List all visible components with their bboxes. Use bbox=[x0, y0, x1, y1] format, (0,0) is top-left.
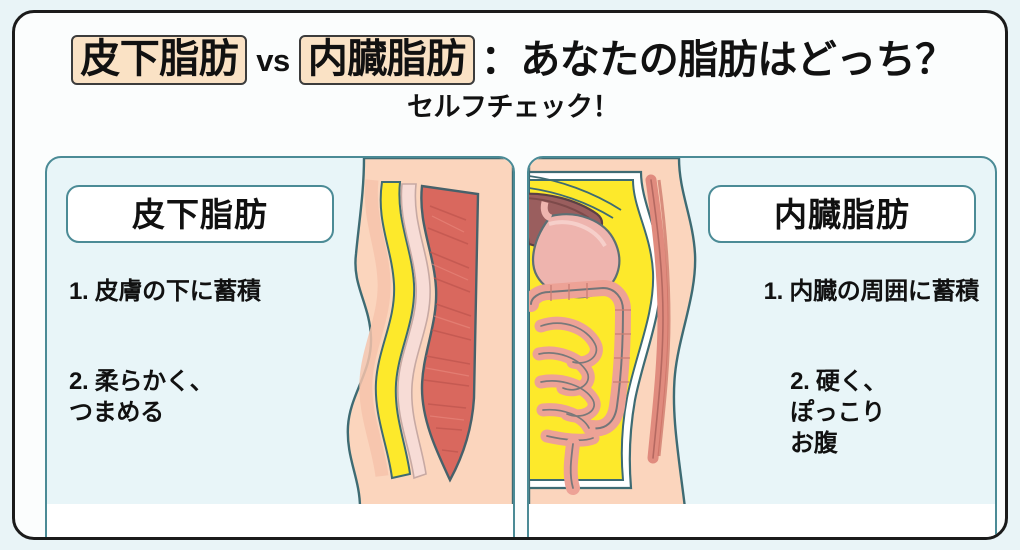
panel-header-label: 皮下脂肪 bbox=[132, 195, 268, 233]
skin-fat-muscle-svg bbox=[346, 158, 513, 508]
panel-subcutaneous: 皮下脂肪 1. 皮膚の下に蓄積 2. 柔らかく、 つまめる bbox=[45, 156, 515, 537]
title-highlight-subcutaneous: 皮下脂肪 bbox=[71, 35, 248, 85]
abdomen-organs-svg bbox=[529, 158, 697, 508]
bullet-subcutaneous-1: 1. 皮膚の下に蓄積 bbox=[69, 278, 261, 305]
panel-header-label: 内臓脂肪 bbox=[774, 195, 910, 233]
title-question: ：あなたの脂肪はどっち？ bbox=[480, 38, 956, 82]
panel-header-subcutaneous: 皮下脂肪 bbox=[66, 185, 334, 243]
illustration-visceral-cross-section bbox=[529, 158, 707, 508]
illustration-subcutaneous-cross-section bbox=[338, 158, 513, 508]
bullet-visceral-1: 1. 内臓の周囲に蓄積 bbox=[763, 278, 980, 305]
title-highlight-visceral: 内臓脂肪 bbox=[298, 35, 475, 85]
panel-bottom-strip bbox=[47, 504, 513, 537]
bullet-subcutaneous-2: 2. 柔らかく、 つまめる bbox=[69, 368, 214, 427]
subtitle: セルフチェック！ bbox=[407, 92, 620, 122]
title-line: 皮下脂肪 vs 内臓脂肪 ：あなたの脂肪はどっち？ bbox=[15, 35, 1005, 85]
title-vs: vs bbox=[256, 42, 290, 78]
bullet-visceral-2: 2. 硬く、 ぽっこり お腹 bbox=[790, 368, 887, 458]
panel-header-visceral: 内臓脂肪 bbox=[708, 185, 976, 243]
main-card: 皮下脂肪 vs 内臓脂肪 ：あなたの脂肪はどっち？ セルフチェック！ bbox=[12, 10, 1008, 540]
title-block: 皮下脂肪 vs 内臓脂肪 ：あなたの脂肪はどっち？ セルフチェック！ bbox=[15, 35, 1005, 122]
panel-bottom-strip bbox=[529, 504, 995, 537]
panel-visceral: 内臓脂肪 1. 内臓の周囲に蓄積 2. 硬く、 ぽっこり お腹 bbox=[527, 156, 997, 537]
